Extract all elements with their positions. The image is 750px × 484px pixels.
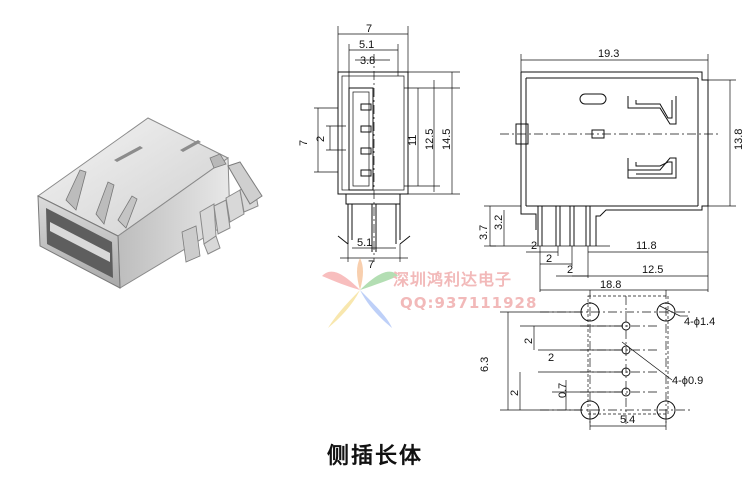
side-right-dim: 13.8 (733, 129, 745, 150)
side-bottom-dim-1: 2 (531, 240, 537, 252)
front-bottom-dim-2: 7 (368, 259, 374, 271)
footprint-left-dim-1: 2 (523, 338, 535, 344)
front-right-dim-3: 14.5 (441, 129, 453, 150)
footprint-bottom-dim: 5.4 (620, 414, 635, 426)
footprint-left-dim-4: 2 (509, 390, 521, 396)
drawing-caption: 侧插长体 (326, 444, 423, 469)
front-left-dim-2: 2 (315, 136, 327, 142)
front-top-dim-3: 3.8 (360, 55, 375, 67)
watermark-logo (322, 258, 398, 328)
pcb-footprint-drawing: 4-ϕ1.4 4-ϕ0.9 2 2 6.3 2 0.7 5.4 (479, 290, 715, 430)
footprint-left-dim-3: 6.3 (479, 357, 491, 372)
front-bottom-dim-1: 5.1 (357, 237, 372, 249)
front-left-dim-1: 7 (298, 140, 310, 146)
watermark-company: 深圳鸿利达电子 (393, 270, 513, 289)
side-top-dim: 19.3 (598, 48, 619, 60)
large-hole-label: 4-ϕ1.4 (684, 316, 715, 328)
front-right-dim-2: 12.5 (424, 129, 436, 150)
footprint-left-dim-2: 2 (548, 352, 554, 364)
connector-product-image (37, 117, 263, 289)
front-top-dim-1: 7 (366, 23, 372, 35)
small-hole-label: 4-ϕ0.9 (672, 375, 703, 387)
front-view-drawing: 7 5.1 3.8 7 2 11 12.5 14.5 5.1 7 (298, 23, 460, 271)
watermark-qq: QQ:937111928 (400, 294, 538, 312)
side-bottom-dim-3: 2 (567, 264, 573, 276)
side-left-dim-2: 3.2 (493, 215, 505, 230)
side-bottom-dim-5: 12.5 (642, 264, 663, 276)
footprint-left-dim-5: 0.7 (557, 383, 569, 398)
side-bottom-dim-2: 2 (546, 253, 552, 265)
side-bottom-dim-6: 18.8 (600, 279, 621, 291)
side-view-drawing: 19.3 13.8 3.7 3.2 2 2 2 11.8 12.5 18.8 (478, 48, 745, 292)
side-left-dim-1: 3.7 (478, 225, 490, 240)
side-bottom-dim-4: 11.8 (636, 240, 657, 252)
front-top-dim-2: 5.1 (359, 39, 374, 51)
front-right-dim-1: 11 (407, 135, 419, 146)
